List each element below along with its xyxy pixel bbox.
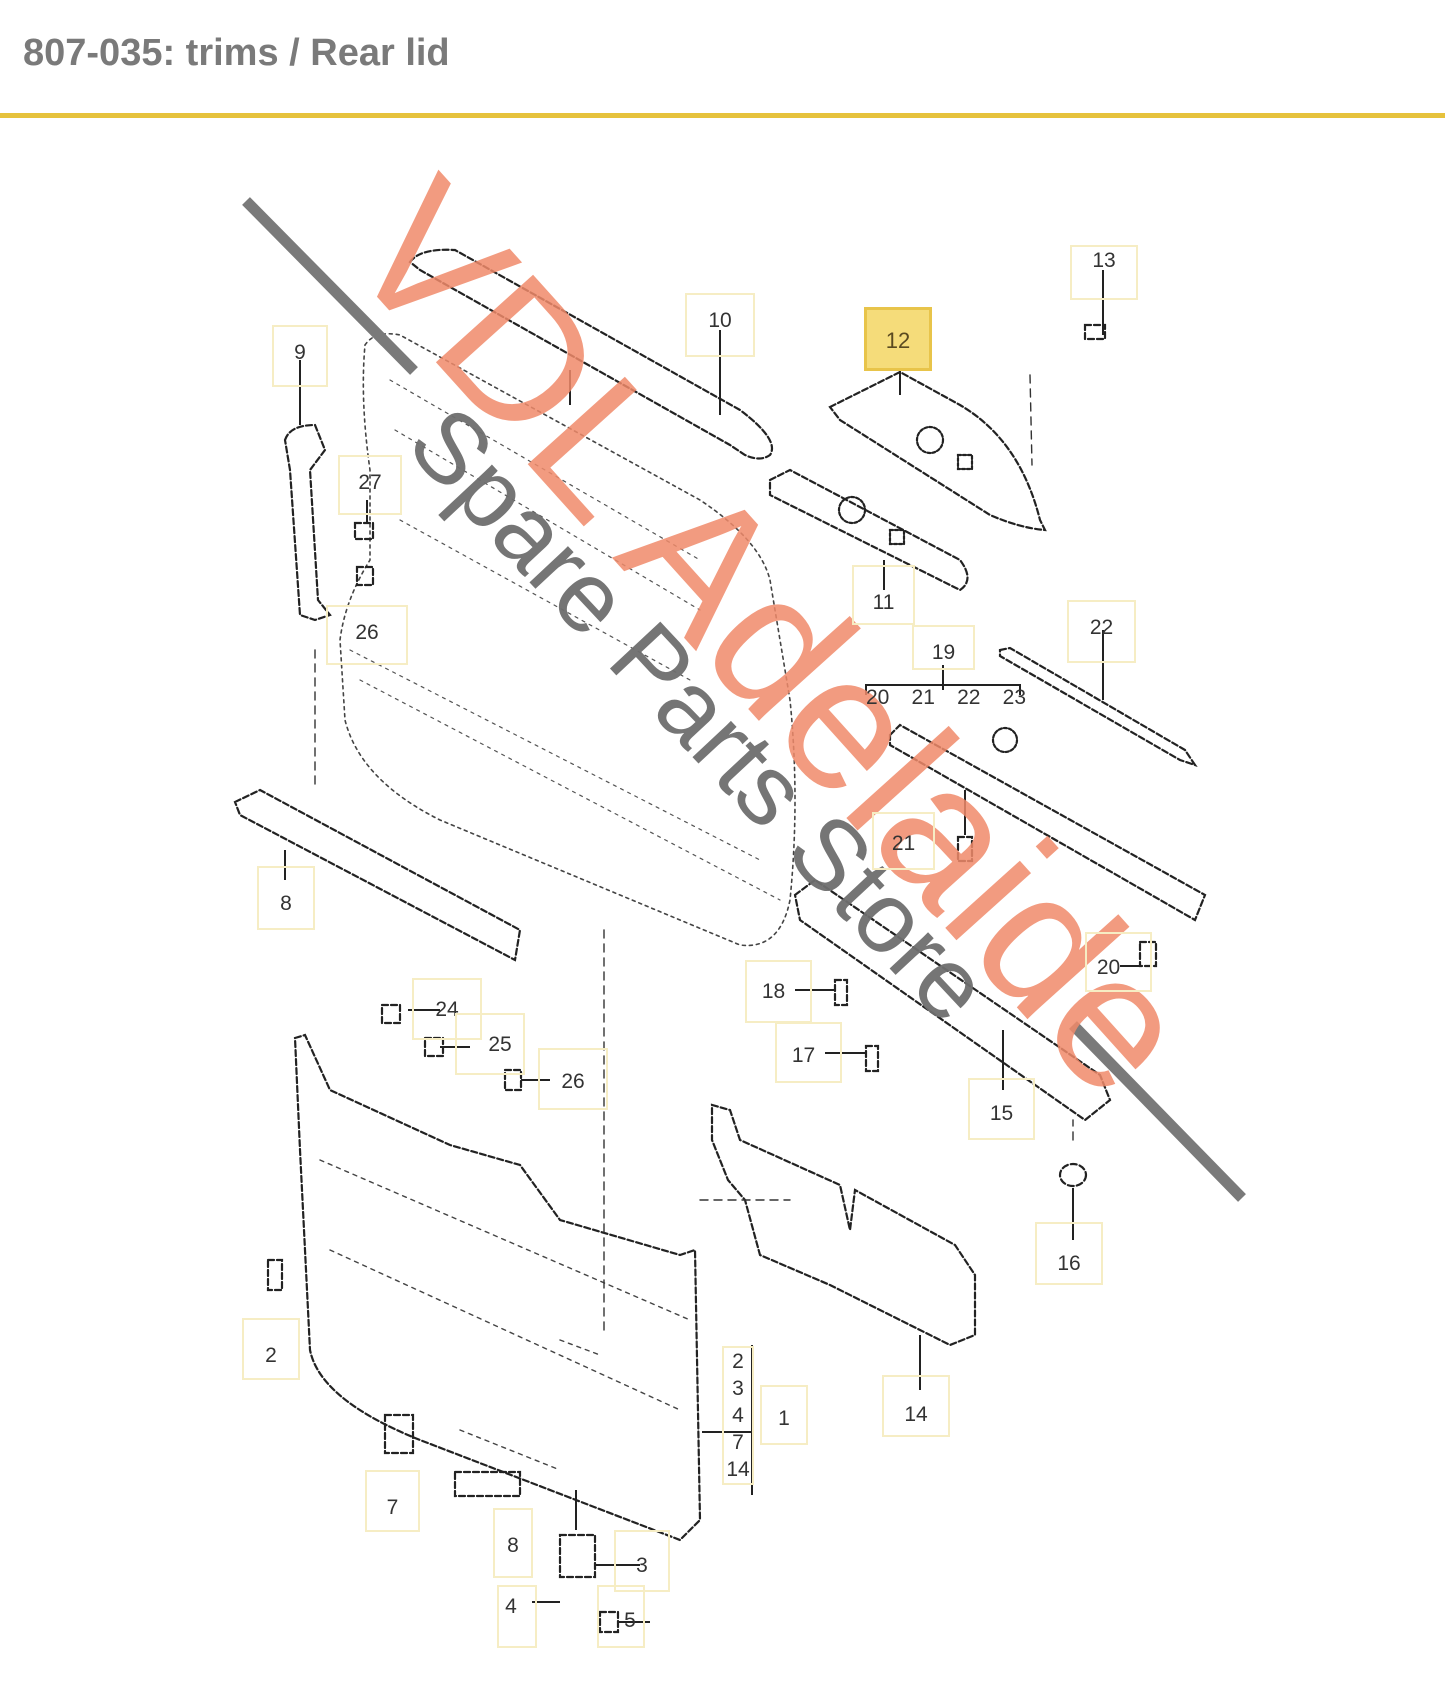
page-title: 807-035: trims / Rear lid (23, 32, 450, 74)
group-19-label-22[interactable]: 22 (957, 686, 981, 709)
part-17-bolt (864, 1044, 880, 1073)
callout-part-20[interactable]: 20 (1085, 932, 1152, 992)
part-20-clip (1138, 940, 1158, 968)
callout-part-11[interactable]: 11 (852, 565, 915, 625)
part-16-grommet (1058, 1162, 1088, 1188)
part-11-panel (768, 468, 969, 592)
part-18-bolt (833, 978, 849, 1007)
callout-part-16[interactable]: 16 (1035, 1222, 1103, 1285)
callout-part-12-highlighted[interactable]: 12 (864, 307, 932, 371)
title-divider (0, 113, 1445, 118)
part-19-strip (888, 723, 1207, 922)
part-21-clip (956, 835, 974, 863)
part-15-beam (793, 878, 1112, 1122)
diagonal-bar-right (1069, 1021, 1246, 1202)
part-10-spoiler (408, 248, 773, 460)
group-1-label-14[interactable]: 14 (726, 1458, 750, 1481)
part-14-insulation (710, 1103, 977, 1347)
callout-part-9[interactable]: 9 (272, 325, 328, 387)
part-1-lower-trim (293, 1033, 702, 1542)
callout-part-8-sill[interactable]: 8 (257, 866, 315, 930)
callout-part-22[interactable]: 22 (1067, 600, 1136, 663)
group-1-label-7[interactable]: 7 (732, 1431, 744, 1454)
part-26-clip (355, 565, 375, 587)
group-19-label-20[interactable]: 20 (866, 686, 890, 709)
rear-lid-outline (339, 332, 796, 947)
callout-part-25[interactable]: 25 (455, 1013, 525, 1075)
group-1-sublabels: 2 3 4 7 14 (722, 1346, 754, 1485)
callout-part-4[interactable]: 4 (497, 1585, 537, 1648)
callout-part-14[interactable]: 14 (882, 1375, 950, 1437)
callout-part-21[interactable]: 21 (872, 812, 935, 870)
part-2-clip (266, 1258, 284, 1292)
group-19-label-23[interactable]: 23 (1002, 686, 1026, 709)
callout-part-10[interactable]: 10 (685, 293, 755, 357)
group-1-label-4[interactable]: 4 (732, 1404, 744, 1427)
callout-part-24[interactable]: 24 (412, 978, 482, 1040)
callout-part-27[interactable]: 27 (338, 455, 402, 515)
callout-part-3[interactable]: 3 (614, 1530, 670, 1592)
group-1-label-3[interactable]: 3 (732, 1377, 744, 1400)
group-19-label-21[interactable]: 21 (911, 686, 935, 709)
part-9-pillar-trim (283, 423, 332, 622)
part-22-strip (998, 646, 1198, 768)
part-24-clip (380, 1003, 402, 1025)
part-3-handle (558, 1533, 597, 1579)
group-1-label-2[interactable]: 2 (732, 1350, 744, 1373)
callout-part-15[interactable]: 15 (968, 1078, 1035, 1140)
part-27-clip (353, 521, 375, 541)
group-19-sublabels: 20 21 22 23 (866, 684, 1026, 711)
callout-part-8-lamp[interactable]: 8 (493, 1508, 533, 1578)
callout-part-13[interactable]: 13 (1070, 245, 1138, 300)
callout-part-2[interactable]: 2 (242, 1318, 300, 1380)
callout-part-26-upper[interactable]: 26 (326, 605, 408, 665)
part-7-cover (383, 1413, 415, 1455)
part-8-lamp (453, 1470, 522, 1498)
callout-part-19[interactable]: 19 (912, 625, 975, 670)
part-12-panel (828, 370, 1047, 532)
callout-part-1[interactable]: 1 (760, 1385, 808, 1445)
callout-part-7[interactable]: 7 (365, 1470, 420, 1532)
diagonal-bar-left (242, 197, 418, 375)
callout-part-17[interactable]: 17 (775, 1022, 842, 1083)
callout-part-18[interactable]: 18 (745, 960, 812, 1023)
callout-part-5[interactable]: 5 (597, 1585, 645, 1648)
callout-part-26-lower[interactable]: 26 (538, 1048, 608, 1110)
part-13-clip (1083, 323, 1107, 341)
part-8-sill (233, 788, 522, 962)
